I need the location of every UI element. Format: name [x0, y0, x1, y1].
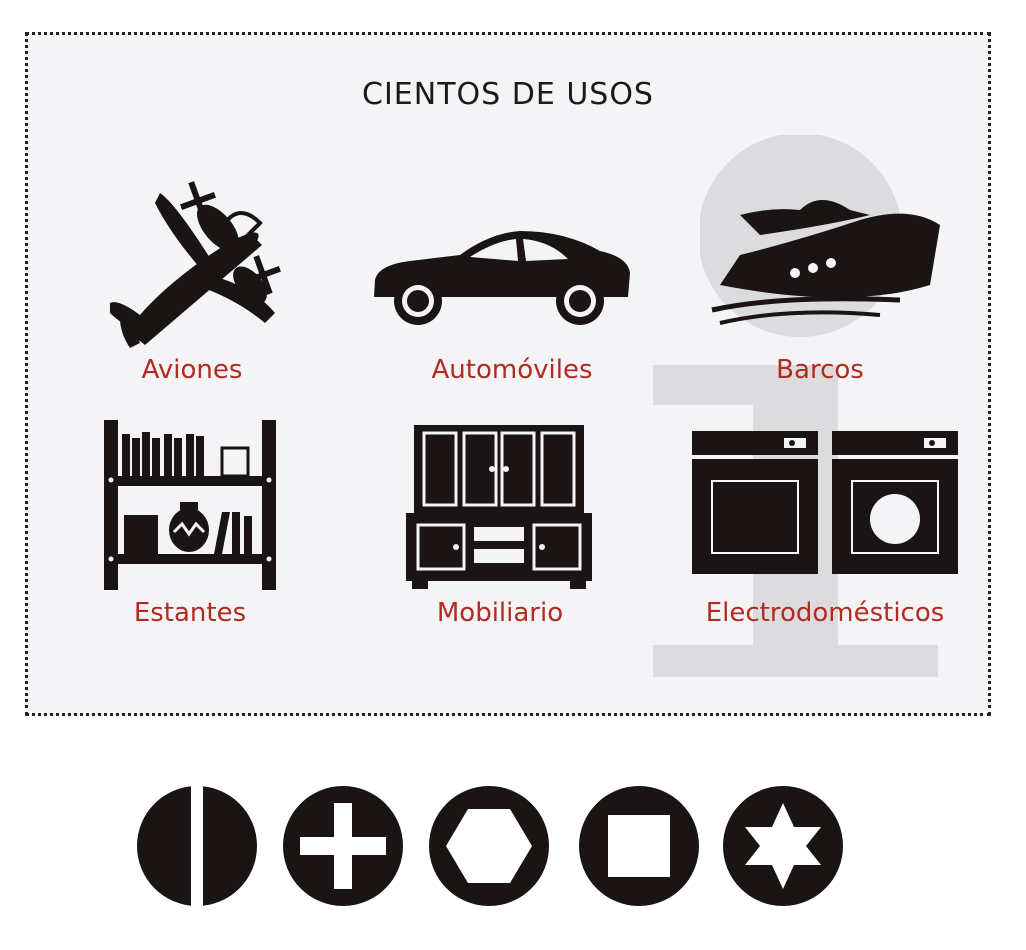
hex-head-icon [429, 786, 549, 906]
torx-head-icon [723, 786, 843, 906]
use-label-aviones: Aviones [141, 355, 243, 385]
shelf-icon [104, 420, 276, 590]
use-label-electrodomesticos: Electrodomésticos [705, 598, 945, 628]
phillips-head-icon [283, 786, 403, 906]
car-icon [374, 231, 630, 325]
use-label-automoviles: Automóviles [431, 355, 593, 385]
use-label-estantes: Estantes [133, 598, 247, 628]
use-label-mobiliario: Mobiliario [436, 598, 564, 628]
uses-panel: CIENTOS DE USOS Aviones Automóvi [25, 32, 991, 716]
use-label-barcos: Barcos [776, 355, 864, 385]
appliances-icon [692, 431, 958, 574]
boat-icon [700, 135, 940, 337]
panel-title: CIENTOS DE USOS [362, 77, 654, 112]
slotted-head-icon [137, 785, 257, 907]
square-head-icon [579, 786, 699, 906]
furniture-icon [406, 425, 592, 589]
airplane-icon [110, 181, 281, 348]
